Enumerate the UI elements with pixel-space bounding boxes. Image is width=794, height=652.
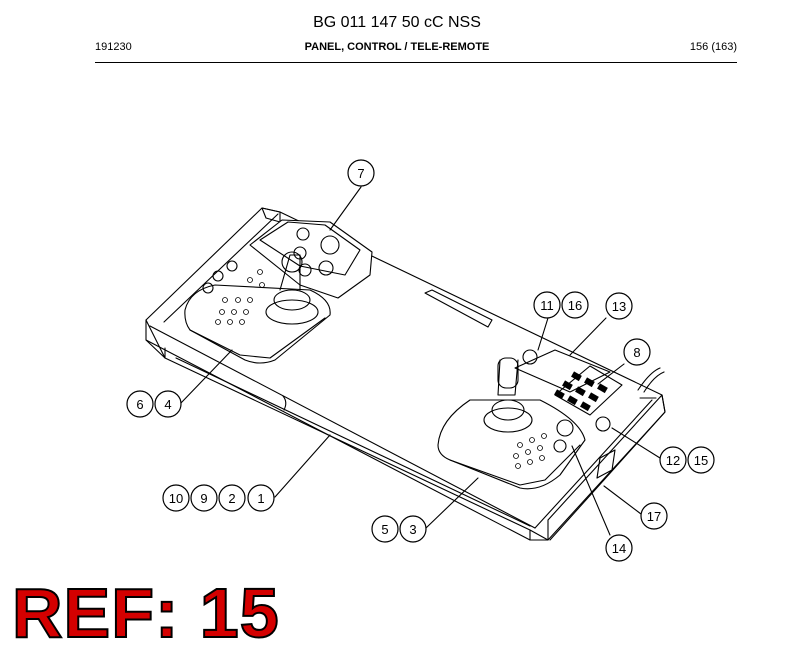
- callout-2: 2: [218, 484, 246, 512]
- callout-14: 14: [605, 534, 633, 562]
- svg-text:2: 2: [228, 491, 235, 506]
- svg-text:7: 7: [357, 166, 364, 181]
- svg-text:14: 14: [612, 541, 626, 556]
- svg-text:16: 16: [568, 298, 582, 313]
- callouts: 7 11 16 13 8 6 4 12 15 10 9 2 1 17 5 3 1…: [126, 159, 715, 562]
- panel-slot: [424, 289, 493, 328]
- callout-11: 11: [533, 291, 561, 319]
- document-number: BG 011 147 50 cC NSS: [313, 14, 481, 31]
- callout-8: 8: [623, 338, 651, 366]
- svg-text:9: 9: [200, 491, 207, 506]
- svg-text:11: 11: [540, 298, 554, 313]
- callout-13: 13: [605, 292, 633, 320]
- callout-16: 16: [561, 291, 589, 319]
- svg-text:17: 17: [647, 509, 661, 524]
- svg-text:4: 4: [164, 397, 171, 412]
- header-title: PANEL, CONTROL / TELE-REMOTE: [304, 41, 490, 53]
- callout-9: 9: [190, 484, 218, 512]
- svg-text:12: 12: [666, 453, 680, 468]
- header-left-code: 191230: [95, 41, 132, 53]
- callout-1: 1: [247, 484, 275, 512]
- leader-lines: [179, 186, 661, 536]
- callout-5: 5: [371, 515, 399, 543]
- svg-text:8: 8: [633, 345, 640, 360]
- panel-details: [514, 349, 665, 479]
- svg-text:6: 6: [136, 397, 143, 412]
- page-number: 156 (163): [689, 41, 737, 53]
- callout-10: 10: [162, 484, 190, 512]
- callout-4: 4: [154, 390, 182, 418]
- svg-text:5: 5: [381, 522, 388, 537]
- callout-12: 12: [659, 446, 687, 474]
- svg-text:1: 1: [257, 491, 264, 506]
- callout-15: 15: [687, 446, 715, 474]
- reference-label: REF: 15: [11, 574, 280, 652]
- svg-text:15: 15: [694, 453, 708, 468]
- header-rule: [95, 62, 737, 63]
- svg-text:13: 13: [612, 299, 626, 314]
- callout-3: 3: [399, 515, 427, 543]
- callout-7: 7: [347, 159, 375, 187]
- left-joystick-panel: [184, 251, 331, 364]
- svg-text:10: 10: [169, 491, 183, 506]
- right-joystick-panel: [437, 357, 586, 490]
- callout-6: 6: [126, 390, 154, 418]
- callout-17: 17: [640, 502, 668, 530]
- top-control-unit: [249, 219, 373, 299]
- svg-text:3: 3: [409, 522, 416, 537]
